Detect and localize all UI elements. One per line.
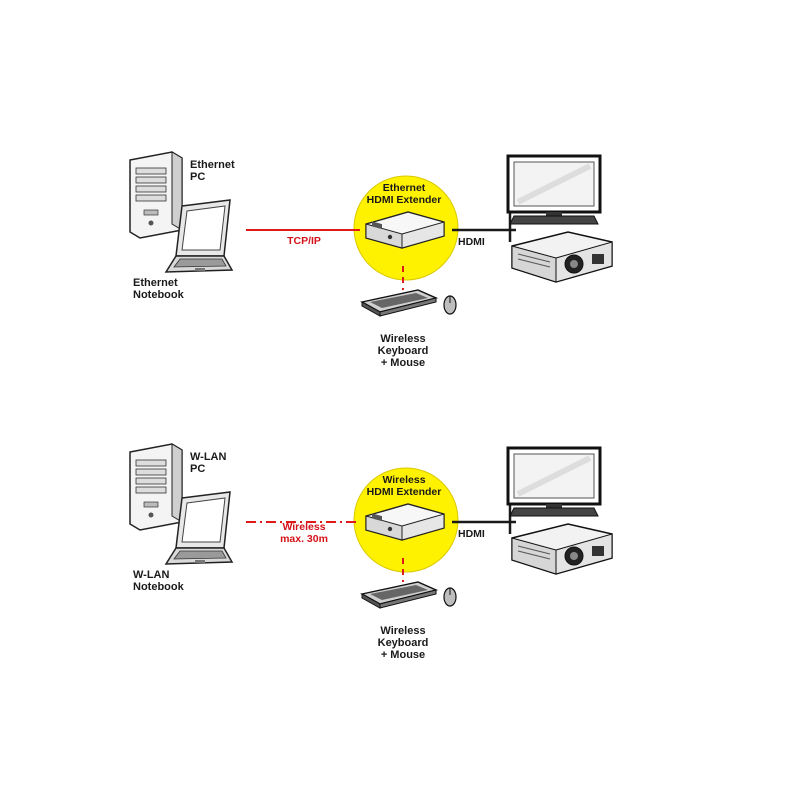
keyboard-icon bbox=[360, 289, 457, 317]
notebook-label-line: W-LAN bbox=[133, 569, 169, 581]
pc-drive-bay bbox=[135, 486, 167, 494]
pc-label-line: W-LAN bbox=[190, 451, 226, 463]
extender-label-line: HDMI Extender bbox=[367, 486, 442, 498]
pc-tower-icon bbox=[129, 443, 183, 531]
laptop-icon bbox=[164, 199, 234, 273]
projector-lens-glass bbox=[570, 552, 578, 560]
input-devices-label-line: + Mouse bbox=[381, 357, 425, 369]
notebook-label-line: Notebook bbox=[133, 289, 185, 301]
pc-power-button bbox=[148, 220, 154, 226]
keyboard-keys bbox=[370, 293, 428, 308]
keyboard-edge bbox=[379, 297, 437, 317]
laptop-screen bbox=[181, 205, 226, 251]
pc-floppy bbox=[143, 209, 159, 216]
projector-icon bbox=[511, 523, 613, 575]
keyboard-icon bbox=[360, 581, 457, 609]
flat-screen-tv-icon bbox=[506, 446, 602, 517]
laptop-keyboard bbox=[173, 258, 227, 268]
pc-label-line: PC bbox=[190, 463, 205, 475]
keyboard-keys bbox=[370, 585, 428, 600]
laptop-keyboard bbox=[173, 550, 227, 560]
input-devices-label-line: Keyboard bbox=[378, 345, 429, 357]
extender-label-line: Wireless bbox=[382, 474, 425, 486]
tv-stand bbox=[509, 215, 599, 225]
projector-grill bbox=[517, 258, 551, 268]
notebook-label-line: Notebook bbox=[133, 581, 185, 593]
pc-drive-bay bbox=[135, 167, 167, 175]
mouse-icon bbox=[443, 295, 457, 315]
pc-label-line: Ethernet bbox=[190, 159, 235, 171]
pc-label-line: PC bbox=[190, 171, 205, 183]
pc-drive-bay bbox=[135, 477, 167, 485]
pc-tower-icon bbox=[129, 151, 183, 239]
tv-glare bbox=[516, 455, 592, 497]
pc-drive-bay bbox=[135, 185, 167, 193]
extender-side bbox=[401, 513, 445, 541]
projector-grill bbox=[517, 550, 551, 560]
laptop-touchpad bbox=[195, 268, 205, 271]
projector-lens-glass bbox=[570, 260, 578, 268]
link-label-line: max. 30m bbox=[280, 533, 328, 545]
pc-drive-bay bbox=[135, 194, 167, 202]
link-label-line: TCP/IP bbox=[287, 235, 321, 247]
projector-vent bbox=[592, 546, 604, 556]
hdmi-extender-icon bbox=[365, 211, 445, 249]
pc-drive-bay bbox=[135, 468, 167, 476]
hdmi-extender-icon bbox=[365, 503, 445, 541]
tv-glare bbox=[516, 163, 592, 205]
input-devices-label-line: Keyboard bbox=[378, 637, 429, 649]
hdmi-label: HDMI bbox=[458, 528, 485, 540]
pc-power-button bbox=[148, 512, 154, 518]
extender-side bbox=[401, 221, 445, 249]
keyboard-edge bbox=[379, 589, 437, 609]
tv-stand bbox=[509, 507, 599, 517]
laptop-icon bbox=[164, 491, 234, 565]
hdmi-label: HDMI bbox=[458, 236, 485, 248]
pc-drive-bay bbox=[135, 176, 167, 184]
input-devices-label-line: Wireless bbox=[380, 625, 425, 637]
link-label-line: Wireless bbox=[282, 521, 325, 533]
tv-neck bbox=[546, 212, 562, 216]
pc-drive-bay bbox=[135, 459, 167, 467]
projector-grill bbox=[517, 545, 551, 555]
extender-led bbox=[387, 234, 393, 240]
extender-led bbox=[387, 526, 393, 532]
extender-port bbox=[372, 513, 382, 522]
extender-label-line: Ethernet bbox=[383, 182, 426, 194]
projector-vent bbox=[592, 254, 604, 264]
laptop-screen bbox=[181, 497, 226, 543]
mouse-icon bbox=[443, 587, 457, 607]
input-devices-label-line: + Mouse bbox=[381, 649, 425, 661]
notebook-label-line: Ethernet bbox=[133, 277, 178, 289]
projector-grill bbox=[517, 253, 551, 263]
extender-label-line: HDMI Extender bbox=[367, 194, 442, 206]
input-devices-label-line: Wireless bbox=[380, 333, 425, 345]
laptop-touchpad bbox=[195, 560, 205, 563]
tv-neck bbox=[546, 504, 562, 508]
pc-floppy bbox=[143, 501, 159, 508]
flat-screen-tv-icon bbox=[506, 154, 602, 225]
extender-port bbox=[372, 221, 382, 230]
projector-icon bbox=[511, 231, 613, 283]
